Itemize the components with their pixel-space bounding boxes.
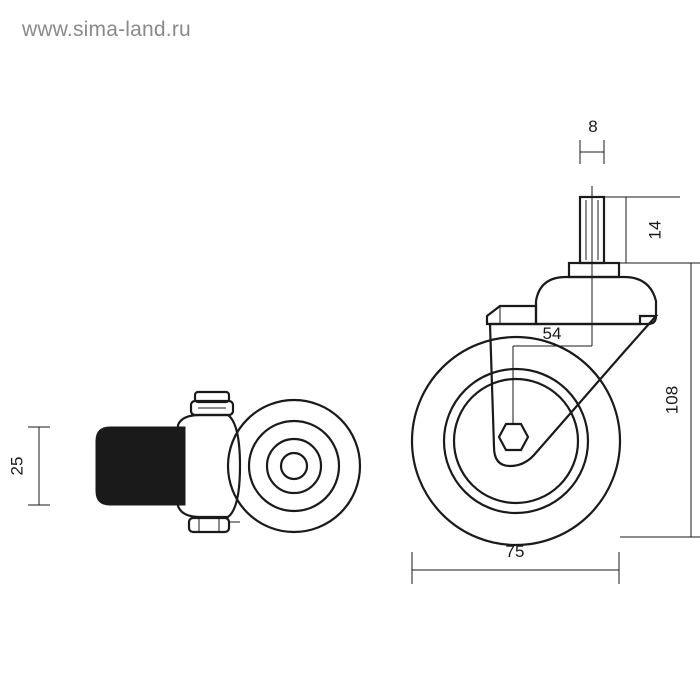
front-wheel-ring [442,367,590,515]
label-stem-height: 14 [645,221,664,240]
side-wheel-outer [226,398,362,534]
front-view: 54 8 14 108 75 [410,117,700,584]
swivel-housing [534,275,658,326]
label-wheel-width: 25 [7,457,26,476]
top-bolt [189,390,235,417]
stem-nut [567,261,621,279]
side-view: 25 [7,390,362,534]
watermark-text: www.sima-land.ru [22,18,191,41]
dimension-wheel-diameter: 75 [411,542,620,584]
dimension-offset: 54 [513,324,592,347]
front-wheel-inner [452,377,580,505]
bottom-bolt [187,516,240,534]
fork-leg [488,314,659,468]
side-wheel-hub [265,437,323,495]
dimension-total-height: 108 [619,262,700,538]
dimension-wheel-width: 25 [7,426,50,506]
fork-body [176,413,242,519]
dimension-stem-height: 14 [604,196,680,263]
wheel-tread [95,426,186,506]
front-wheel-outer [410,335,622,547]
label-wheel-diameter: 75 [506,542,525,561]
fork-flange [485,304,538,326]
side-wheel-ring [247,419,341,513]
dimension-stem-diameter: 8 [579,117,605,164]
label-offset: 54 [543,324,562,343]
label-total-height: 108 [662,386,681,414]
side-wheel-axle [279,451,309,481]
label-stem-diameter: 8 [588,117,597,136]
axle-hex-nut [497,422,530,452]
